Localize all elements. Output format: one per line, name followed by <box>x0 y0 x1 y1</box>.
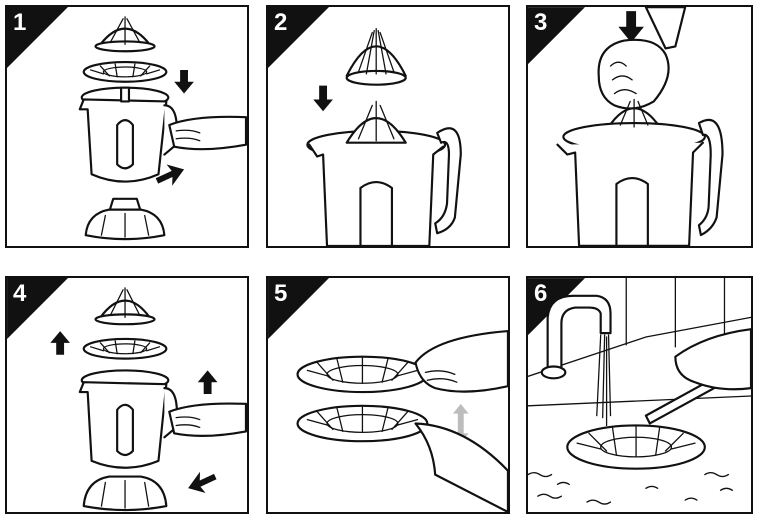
wash-under-tap-illustration <box>528 278 751 512</box>
press-fruit-illustration <box>528 7 751 246</box>
hand-lower <box>416 424 508 512</box>
arrow-down-icon <box>618 11 644 42</box>
fit-reamer-illustration <box>268 7 508 246</box>
water-stream <box>597 335 611 425</box>
step-panel-1: 1 <box>5 5 249 248</box>
step-number: 3 <box>534 9 547 37</box>
hand <box>599 40 669 109</box>
hand <box>416 331 508 392</box>
hand <box>169 117 246 149</box>
arrow-up-icon <box>50 331 70 355</box>
sink-floor <box>528 473 732 504</box>
step-number: 5 <box>274 280 287 308</box>
step-number: 6 <box>534 280 547 308</box>
hand <box>675 329 751 389</box>
step-number: 2 <box>274 9 287 37</box>
arrow-down-icon <box>313 86 333 112</box>
tap <box>548 296 611 373</box>
arrow-curved-icon <box>184 467 220 499</box>
hand <box>169 404 246 436</box>
arrow-down-icon <box>174 70 194 94</box>
step-panel-3: 3 <box>526 5 753 248</box>
arrow-up-icon <box>198 370 218 394</box>
step-panel-6: 6 <box>526 276 753 514</box>
step-panel-5: 5 <box>266 276 510 514</box>
step-number: 4 <box>13 280 26 308</box>
disassembly-illustration <box>7 278 247 512</box>
step-panel-4: 4 <box>5 276 249 514</box>
remove-strainer-illustration <box>268 278 508 512</box>
step-number: 1 <box>13 9 26 37</box>
step-panel-2: 2 <box>266 5 510 248</box>
assembly-illustration <box>7 7 247 246</box>
